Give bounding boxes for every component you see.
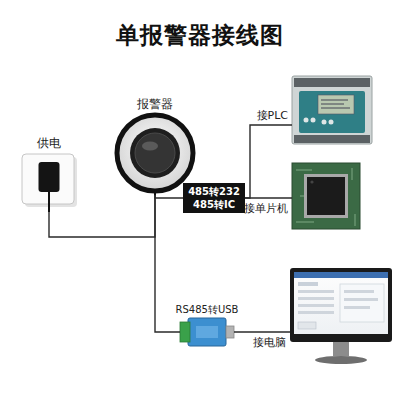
usb-adapter-node: RS485转USB [180, 318, 234, 346]
wire-connector [155, 195, 183, 198]
usb-adapter [180, 318, 234, 346]
screen-row [298, 290, 334, 293]
monitor-frame [290, 268, 392, 342]
node-label: 供电 [20, 136, 78, 152]
screen-row [298, 282, 318, 286]
mcu-node: 接单片机 [292, 163, 360, 229]
alarm-device [117, 115, 193, 196]
wire-connector [245, 197, 292, 198]
monitor-neck [333, 342, 349, 356]
plc-terminal-bottom [294, 135, 370, 143]
computer [290, 268, 392, 364]
screen-button [298, 322, 316, 329]
power-source: 供电 [20, 136, 78, 212]
screen-row [344, 306, 370, 309]
screen-row [298, 297, 334, 300]
mcu-chip [307, 177, 345, 215]
chip-pins [304, 174, 348, 218]
plc-button [322, 120, 327, 125]
terminal-block [180, 322, 190, 342]
wire-connector [245, 125, 292, 198]
adapter-body [188, 318, 226, 346]
plc-module [292, 76, 372, 144]
wire-connector [49, 195, 155, 237]
power-adapter [39, 162, 60, 192]
node-label: 接PLC [257, 109, 288, 123]
alarm-ring [117, 115, 193, 191]
plc-button [311, 118, 316, 123]
pcb-traces [296, 168, 355, 226]
plc-body [292, 76, 372, 144]
plc-button [304, 118, 309, 123]
monitor-screen [294, 272, 388, 334]
plc-front-panel [299, 91, 365, 133]
plc-screen-line [321, 104, 344, 105]
plc-terminal-top [294, 78, 370, 87]
screen-row [344, 298, 378, 301]
plc-screen [318, 95, 354, 114]
node-label: RS485转USB [176, 303, 239, 316]
plc-screen-line [321, 100, 348, 101]
plc-node: 接PLC [292, 76, 372, 144]
screen-row [344, 290, 374, 293]
monitor-base [315, 356, 367, 364]
screen-header [294, 272, 388, 278]
alarm-highlight [142, 142, 158, 151]
computer-node: 接电脑 [290, 268, 392, 368]
adapter-label [196, 326, 218, 338]
chip-dot [310, 180, 313, 183]
node-label: 报警器 [108, 97, 202, 113]
plc-button [329, 120, 334, 125]
converter-box: 485转232 485转IC [183, 183, 245, 213]
adapter-cable [48, 192, 50, 212]
pcb [292, 163, 360, 229]
alarm-lens [135, 133, 175, 173]
screen-row [298, 304, 334, 307]
screen-row [298, 311, 334, 314]
wire-connector [234, 331, 290, 332]
alarm-core [130, 128, 180, 178]
plc-screen-line [321, 108, 350, 109]
node-label: 485转232 485转IC [187, 185, 241, 211]
alarm-node: 报警器 [108, 97, 202, 195]
mcu-board [292, 163, 360, 229]
node-label: 接电脑 [253, 336, 286, 350]
usb-plug [226, 326, 234, 338]
node-label: 接单片机 [244, 202, 288, 216]
power-outlet [22, 154, 77, 212]
diagram-title: 单报警器接线图 [0, 20, 400, 51]
screen-panel [340, 284, 384, 322]
